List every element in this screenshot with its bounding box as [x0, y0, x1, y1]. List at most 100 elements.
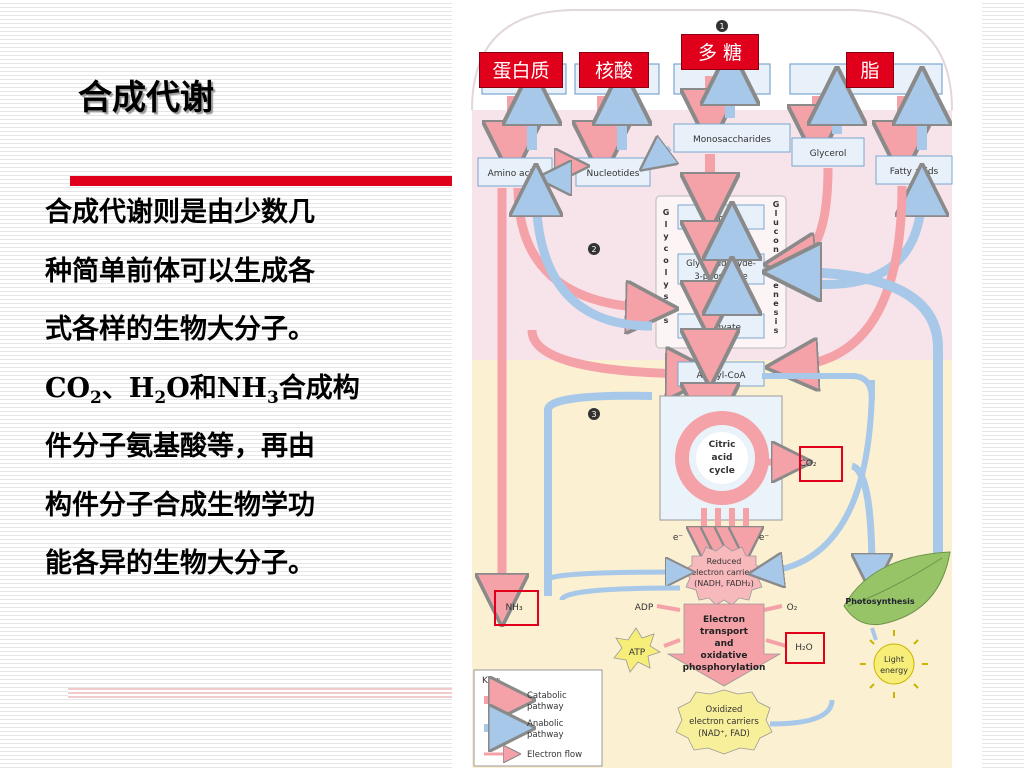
fatty-acids-label: Fatty acids — [890, 167, 939, 177]
acetyl-coa-label: Acetyl-CoA — [696, 371, 746, 381]
citric-label-line2: acid — [712, 453, 733, 463]
gluconeo-letter: e — [773, 281, 779, 290]
slide-body-text: 合成代谢则是由少数几 种简单前体可以生成各 式各样的生物大分子。 CO2、H2O… — [45, 184, 445, 594]
polysaccharide-label: 多 糖 — [681, 34, 759, 70]
gluconeo-letter: l — [775, 209, 778, 218]
oxidized-label-line3: (NAD⁺, FAD) — [698, 729, 750, 739]
gluconeo-letter: s — [774, 326, 779, 335]
photosynthesis-to-carriers-arrow — [766, 379, 875, 572]
o2-arrow — [763, 604, 783, 612]
key-anabolic-line2: pathway — [527, 730, 564, 740]
gluconeo-letter: s — [774, 308, 779, 317]
gluconeo-letter: e — [773, 299, 779, 308]
gluconeo-letter: G — [773, 200, 780, 209]
text-line-2: 种简单前体可以生成各 — [45, 255, 315, 287]
gluconeo-letter: u — [773, 218, 779, 227]
reduced-label-line2: electron carriers — [691, 568, 757, 577]
glycolysis-letter: y — [663, 280, 669, 289]
nh3-label: NH₃ — [505, 603, 523, 613]
glycolysis-letter: l — [665, 268, 668, 277]
pyruvate-label: Pyruvate — [701, 323, 742, 333]
etc-label-line1: Electron — [703, 615, 745, 625]
e-minus-right: e⁻ — [759, 533, 770, 543]
text-line-6: 构件分子合成生物学功 — [45, 489, 315, 521]
reduced-label-line3: (NADH, FADH₂) — [694, 579, 754, 588]
nh3-subscript: 3 — [266, 387, 279, 408]
stage-1-number: 1 — [719, 22, 724, 31]
left-anabolic-loop — [544, 391, 653, 596]
light-label-line2: energy — [880, 666, 908, 675]
electron-transport-arrow — [666, 603, 782, 687]
citric-label-line1: Citric — [709, 440, 736, 450]
pyruvate-to-amino-arrow — [536, 190, 653, 331]
co2-highlight — [799, 446, 843, 482]
nucleic-acid-label: 核酸 — [579, 52, 649, 88]
stage-1-marker — [716, 20, 728, 32]
co-text: CO — [45, 372, 91, 404]
glycerol-label: Glycerol — [810, 149, 847, 159]
protein-label: 蛋白质 — [479, 52, 563, 88]
text-line-7: 能各异的生物大分子。 — [45, 548, 315, 579]
etc-label-line5: phosphorylation — [683, 663, 766, 673]
diagram-svg: 1 2 3 Amino acids Nucleotides Monosaccha… — [471, 8, 953, 768]
etc-label-line2: transport — [700, 627, 749, 637]
leaf-vein — [847, 557, 943, 607]
amino-to-acetylcoa-arrow — [527, 329, 692, 374]
left-to-carriers-arrow — [545, 572, 680, 580]
acetylcoa-anabolic-branch — [762, 373, 875, 401]
o2-label: O₂ — [787, 603, 798, 613]
key-catabolic-line1: Catabolic — [527, 691, 567, 701]
key-title: Key: — [482, 676, 501, 686]
gluconeo-letter: g — [773, 272, 779, 281]
atp-label: ATP — [629, 648, 646, 658]
gluconeogenesis-vertical-label: G l u c o n e o g e n e s i s — [773, 200, 780, 335]
oxidized-return-arrow — [769, 699, 835, 727]
e-minus-left: e⁻ — [673, 533, 684, 543]
title-underline — [70, 176, 452, 186]
g3p-label-line2: 3-phosphate — [694, 272, 747, 282]
gluconeo-letter: c — [774, 227, 779, 236]
metabolism-diagram: 1 2 3 Amino acids Nucleotides Monosaccha… — [452, 0, 982, 768]
adp-arrow — [656, 604, 681, 612]
photosynthesis-label: Photosynthesis — [845, 597, 914, 606]
glycolysis-letter: c — [664, 244, 669, 253]
etc-label-line4: oxidative — [701, 651, 748, 661]
atp-star — [613, 627, 661, 673]
photosynthesis-to-g3p-arrow — [792, 272, 943, 564]
glycolysis-letter: o — [663, 256, 669, 265]
fatty-acids-to-acetylcoa-arrow — [792, 185, 907, 366]
gluconeo-letter: i — [775, 317, 778, 326]
oxidized-label-line1: Oxidized — [706, 705, 743, 715]
glycolysis-letter: i — [665, 304, 668, 313]
leaf-icon — [843, 551, 951, 626]
monosaccharides-label: Monosaccharides — [693, 135, 771, 145]
gluconeo-letter: n — [773, 290, 779, 299]
glycolysis-letter: s — [664, 316, 669, 325]
citric-cycle-ring — [675, 411, 769, 505]
light-label-line1: Light — [884, 655, 904, 664]
co2-to-photosynthesis-arrow — [850, 462, 872, 574]
key-electron-label: Electron flow — [527, 750, 582, 760]
sun-icon — [860, 630, 928, 698]
h2-subscript: 2 — [154, 387, 167, 408]
text-line-4: CO2、H2O和NH3合成构 — [45, 360, 445, 419]
gluconeo-letter: o — [773, 236, 779, 245]
lipid-label: 脂 — [846, 52, 894, 88]
stage-3-marker — [588, 408, 600, 420]
citric-label-line3: cycle — [709, 466, 735, 476]
text-line-1: 合成代谢则是由少数几 — [45, 197, 315, 228]
h2o-highlight — [785, 632, 825, 664]
gluconeo-letter: o — [773, 263, 779, 272]
light-to-leaf-arrow — [870, 627, 878, 641]
carriers-to-left-arrow — [559, 585, 681, 601]
text-line-5: 件分子氨基酸等，再由 — [45, 431, 315, 462]
gluconeo-letter: e — [773, 254, 779, 263]
etc-to-atp-arrow — [663, 638, 681, 648]
g3p-label-line1: Glyceraldehyde- — [686, 259, 756, 269]
o-nh-text: O和NH — [166, 372, 267, 404]
reduced-label-line1: Reduced — [707, 557, 742, 566]
stage-3-number: 3 — [591, 410, 596, 419]
gluconeo-letter: n — [773, 245, 779, 254]
slide-title: 合成代谢 — [78, 78, 214, 118]
glycolysis-letter: G — [663, 208, 670, 217]
